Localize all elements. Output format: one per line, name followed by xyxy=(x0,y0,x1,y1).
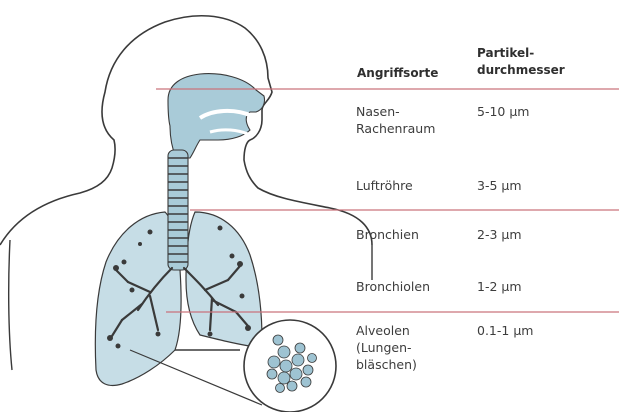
row-size-bronchioles: 1-2 µm xyxy=(477,278,522,295)
row-site-alveoli: Alveolen (Lungen- bläschen) xyxy=(356,322,417,373)
header-site: Angriffsorte xyxy=(357,65,438,82)
body-side-left xyxy=(9,240,12,370)
row-size-alveoli: 0.1-1 µm xyxy=(477,322,533,339)
callout-leader xyxy=(130,350,262,405)
row-site-bronchioles: Bronchiolen xyxy=(356,278,430,295)
row-size-bronchi: 2-3 µm xyxy=(477,226,522,243)
trachea xyxy=(168,150,188,270)
row-site-bronchi: Bronchien xyxy=(356,226,419,243)
row-site-trachea: Luftröhre xyxy=(356,177,413,194)
row-size-nasopharynx: 5-10 µm xyxy=(477,103,529,120)
row-site-nasopharynx: Nasen- Rachenraum xyxy=(356,103,435,137)
row-size-trachea: 3-5 µm xyxy=(477,177,522,194)
header-size: Partikel- durchmesser xyxy=(477,45,565,79)
